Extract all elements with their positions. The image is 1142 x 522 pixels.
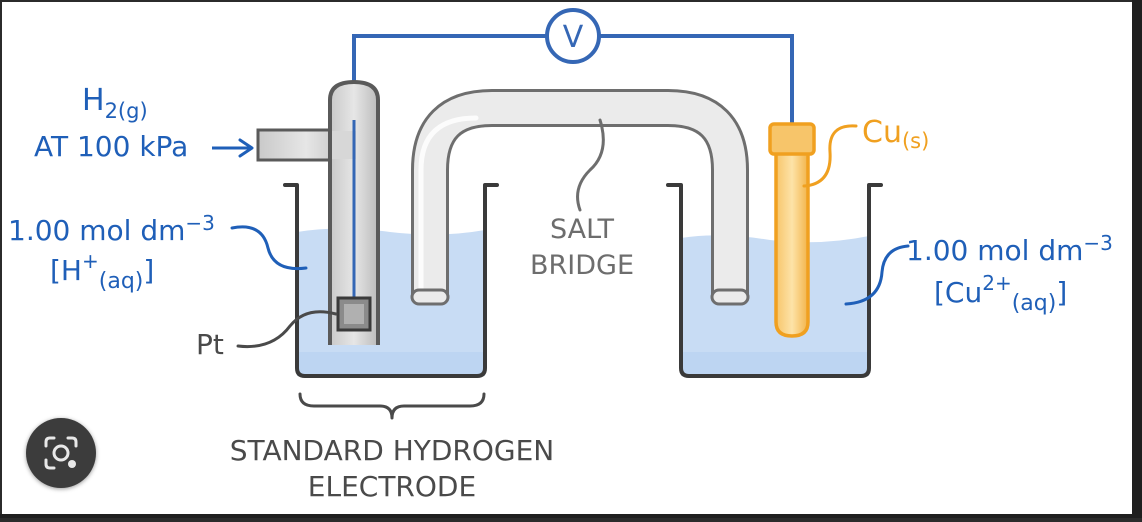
left-beaker-outline [283, 183, 499, 378]
hydrogen-label-line1: H2(g) [82, 83, 148, 123]
copper-rod-cap [768, 122, 816, 156]
frame-right-edge [1132, 0, 1142, 518]
voltmeter: V [545, 8, 601, 64]
right-ion-bracket: ] [1056, 276, 1067, 309]
salt-bridge-end-left [410, 288, 450, 306]
electrode-brace [298, 392, 486, 420]
salt-bridge-body [414, 92, 746, 300]
salt-bridge-label-line2: BRIDGE [530, 250, 634, 281]
copper-label: Cu(s) [862, 115, 929, 153]
platinum-plate-face [344, 304, 364, 324]
right-solution-leader [844, 244, 910, 306]
copper-electrode [768, 122, 816, 338]
salt-bridge-highlight [418, 115, 479, 298]
pt-leader [236, 310, 338, 349]
copper-leader [802, 124, 858, 188]
caption: STANDARD HYDROGEN ELECTRODE [230, 434, 555, 503]
hydrogen-electrode [256, 80, 380, 345]
salt-bridge-label: SALT BRIDGE [530, 214, 634, 281]
left-concentration-text: 1.00 mol dm [8, 214, 185, 247]
left-solution-depth [297, 352, 485, 376]
right-ion-symbol: [Cu [934, 276, 982, 309]
caption-line2: ELECTRODE [308, 470, 476, 503]
h2-arrowhead [238, 138, 254, 158]
left-solution-leader [230, 225, 308, 271]
right-ion-state: (aq) [1012, 291, 1057, 316]
left-ion-state: (aq) [99, 269, 144, 294]
tube-junction [332, 131, 356, 159]
frame-bottom-edge [0, 514, 1142, 518]
copper-rod [774, 148, 810, 338]
right-solution-depth [681, 352, 869, 376]
hydrogen-symbol: H [82, 83, 105, 118]
salt-bridge-end-right [710, 288, 750, 306]
left-ion-bracket: ] [143, 254, 154, 287]
voltmeter-label: V [563, 20, 584, 55]
left-solution-label: 1.00 mol dm−3 [H+(aq)] [8, 211, 215, 294]
right-solution-label: 1.00 mol dm−3 [Cu2+(aq)] [906, 231, 1113, 316]
canvas-background [2, 2, 1132, 514]
right-concentration-text: 1.00 mol dm [906, 234, 1083, 267]
salt-bridge-label-line1: SALT [550, 214, 614, 245]
voltmeter-circle [545, 8, 601, 64]
salt-bridge-leader [576, 118, 605, 212]
wire-right [598, 34, 794, 126]
hydrogen-subscript: 2(g) [105, 99, 148, 123]
right-ion-line: [Cu2+(aq)] [934, 271, 1067, 316]
left-ion-line: [H+(aq)] [50, 249, 154, 294]
left-concentration-exponent: −3 [185, 211, 214, 235]
salt-bridge [410, 89, 750, 306]
hydrogen-gas-label: H2(g) AT 100 kPa [34, 83, 188, 163]
copper-state: (s) [902, 129, 929, 153]
image-search-button[interactable] [26, 418, 96, 488]
pt-label: Pt [196, 328, 224, 361]
right-ion-charge: 2+ [982, 271, 1011, 295]
left-ion-symbol: [H [50, 254, 82, 287]
right-beaker-outline [666, 183, 883, 378]
left-concentration-line: 1.00 mol dm−3 [8, 211, 215, 247]
right-concentration-line: 1.00 mol dm−3 [906, 231, 1113, 267]
camera-search-icon [44, 436, 78, 470]
right-concentration-exponent: −3 [1083, 231, 1112, 255]
copper-symbol: Cu [862, 115, 902, 150]
hydrogen-pressure-text: AT 100 kPa [34, 130, 188, 163]
left-ion-charge: + [82, 249, 99, 273]
caption-line1: STANDARD HYDROGEN [230, 434, 555, 467]
